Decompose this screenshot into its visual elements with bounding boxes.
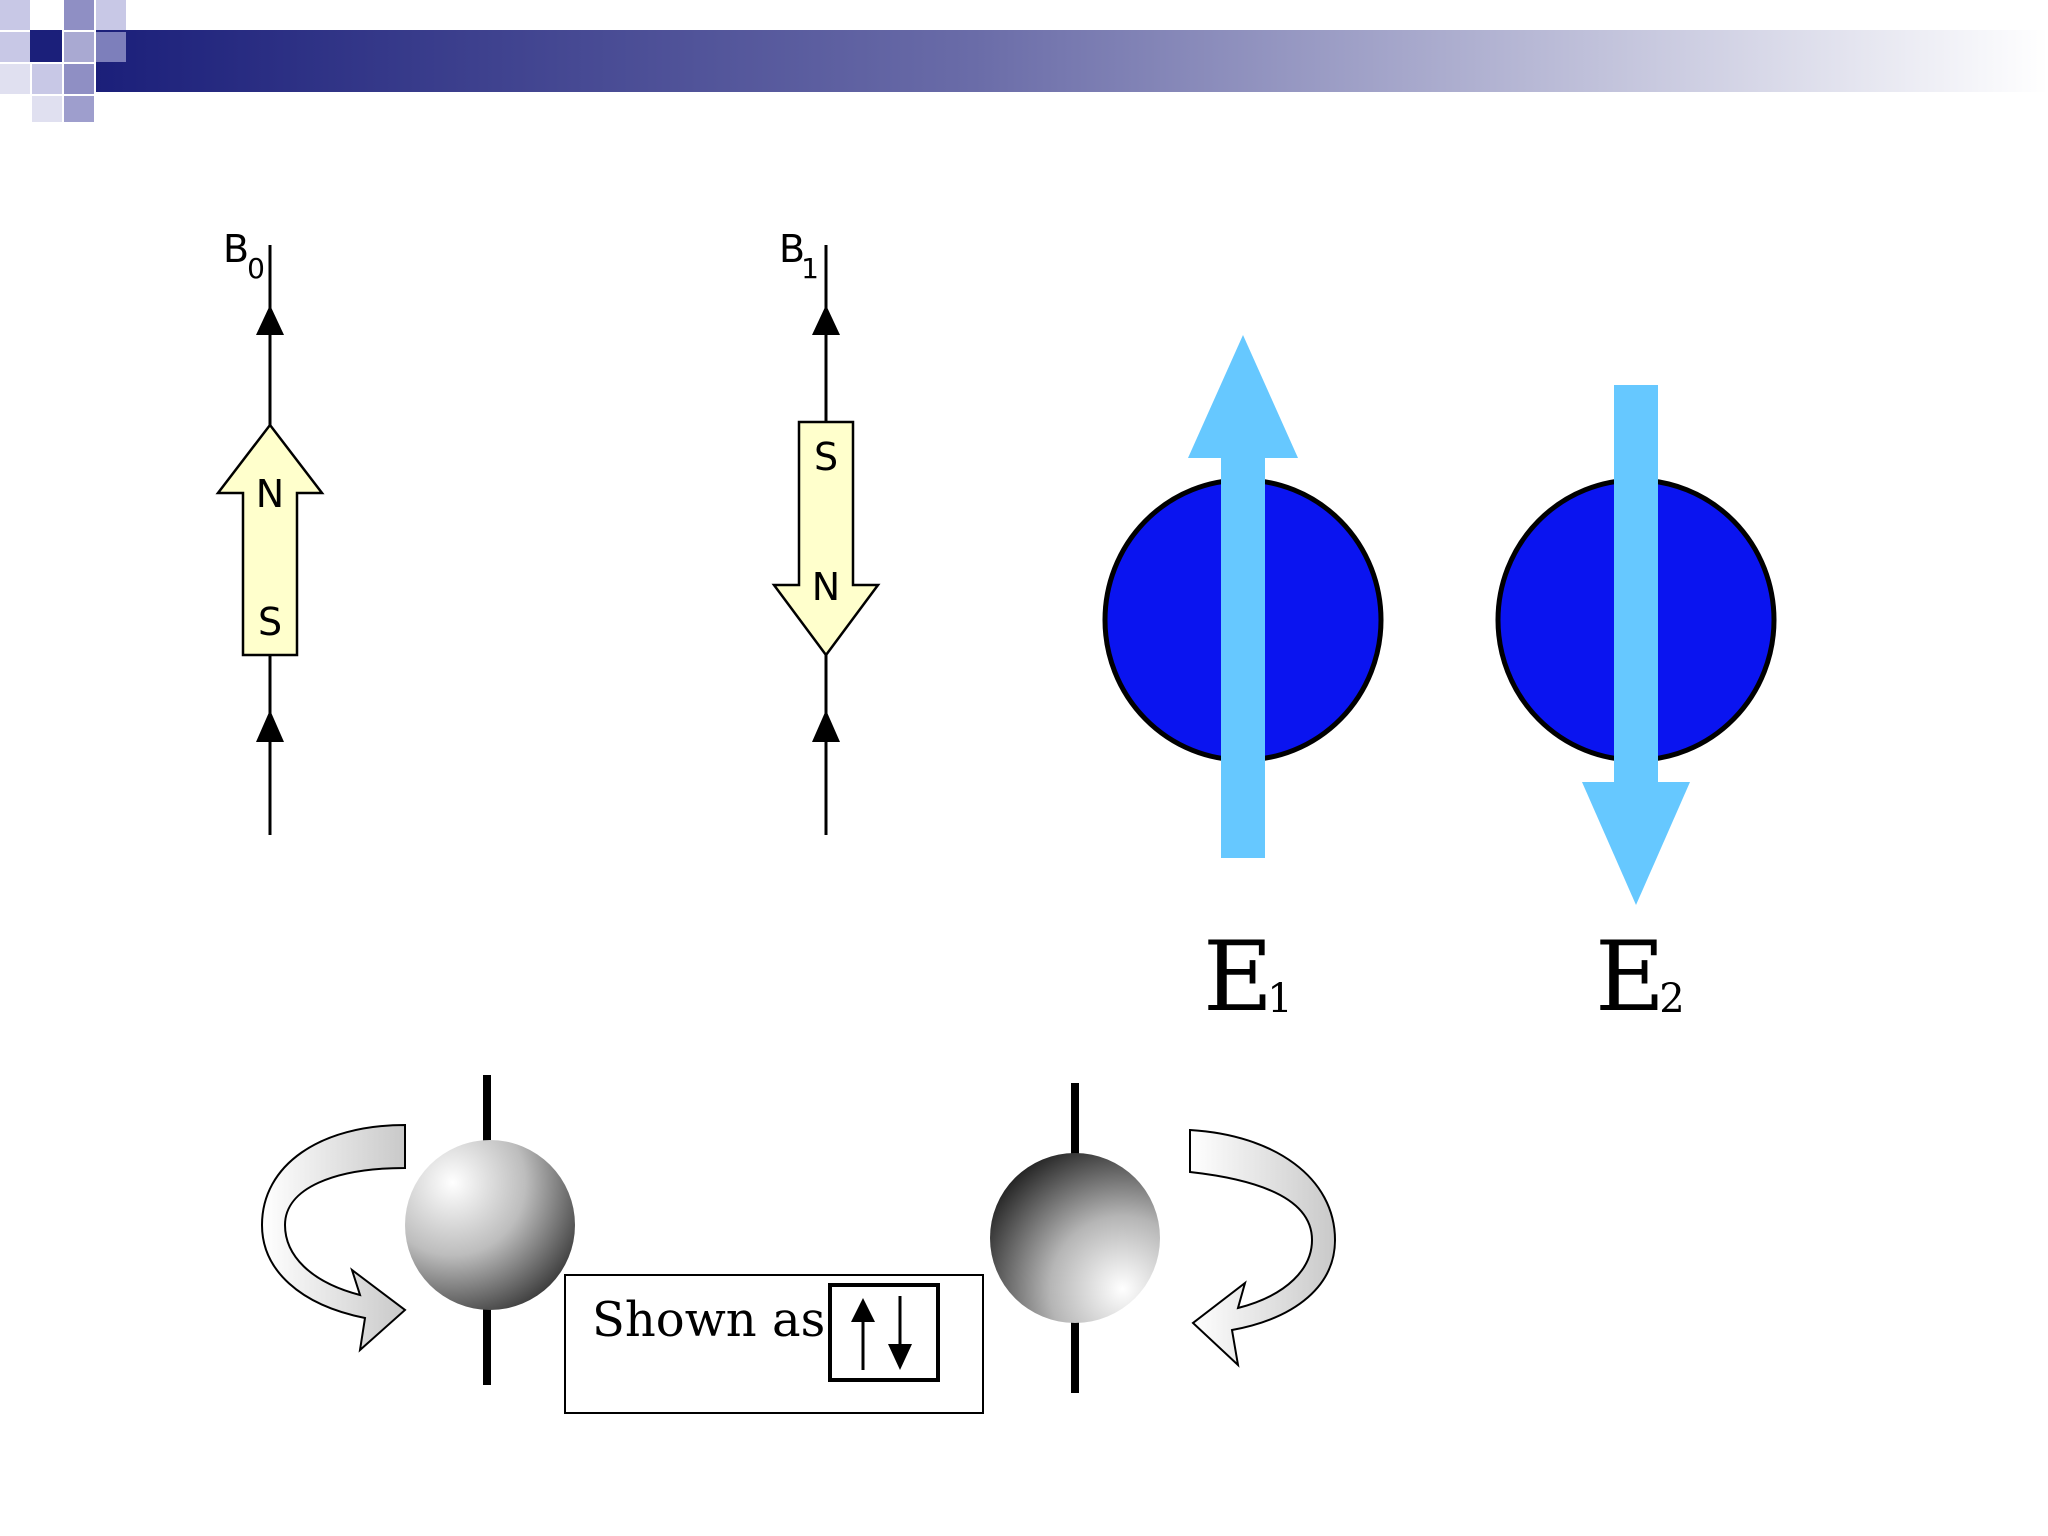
- legend-text: Shown as: [592, 1292, 825, 1348]
- energy-label-e2-sub: 2: [1659, 976, 1684, 1022]
- bar-magnet-b1: S N B 1: [774, 227, 878, 835]
- field-label-b1-sub: 1: [801, 252, 819, 285]
- curved-arrow-clockwise-icon: [262, 1125, 405, 1350]
- magnet-top-pole: N: [256, 472, 284, 516]
- energy-label-e2: E: [1595, 921, 1665, 1033]
- magnet-bottom-pole: S: [258, 600, 282, 644]
- legend-icon-frame: [830, 1285, 938, 1380]
- bar-magnet-b0: N S B 0: [218, 227, 322, 835]
- energy-label-e1-sub: 1: [1267, 976, 1292, 1022]
- spin-arrow-shaft: [1614, 385, 1658, 785]
- legend-box: Shown as: [565, 1275, 983, 1413]
- curved-arrow-counterclockwise-icon: [1190, 1130, 1335, 1365]
- spinning-nucleus-right: [990, 1083, 1335, 1393]
- field-arrow-icon: [256, 305, 284, 335]
- header-bar: [96, 30, 2048, 92]
- spinning-ball: [990, 1153, 1160, 1323]
- spin-state-e2: E 2: [1498, 385, 1774, 1033]
- decorative-squares-icon: [0, 0, 126, 122]
- spinning-nucleus-left: [262, 1075, 575, 1385]
- spin-arrow-up-icon: [1188, 335, 1298, 458]
- field-arrow-icon: [256, 710, 284, 742]
- field-arrow-icon: [812, 710, 840, 742]
- magnet-top-pole: S: [814, 435, 838, 479]
- magnet-bottom-pole: N: [812, 565, 840, 609]
- field-label-b0: B: [223, 227, 249, 271]
- header-decoration: [0, 0, 2048, 122]
- spin-arrow-shaft: [1221, 455, 1265, 858]
- energy-label-e1: E: [1203, 921, 1273, 1033]
- spin-state-e1: E 1: [1105, 335, 1381, 1033]
- field-label-b0-sub: 0: [247, 252, 265, 285]
- field-arrow-icon: [812, 305, 840, 335]
- spin-arrow-down-icon: [1582, 782, 1690, 905]
- spinning-ball: [405, 1140, 575, 1310]
